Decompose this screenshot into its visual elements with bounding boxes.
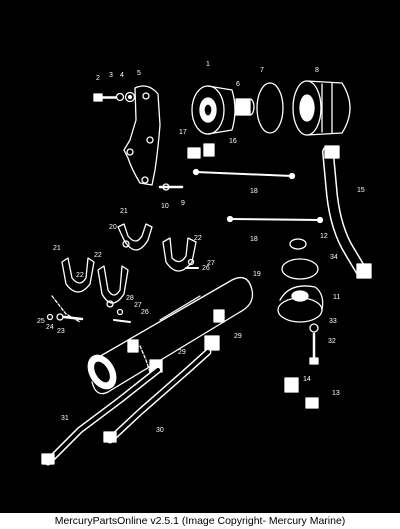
fitting-part-17 [187, 147, 201, 159]
gasket-part-34 [281, 258, 319, 280]
callout-7: 7 [260, 67, 264, 74]
callout-8: 8 [315, 67, 319, 74]
callout-11: 11 [333, 294, 340, 301]
callout-29-lower: 29 [178, 349, 186, 356]
spacer-part-20 [122, 240, 130, 248]
screw-part-26-lower [113, 319, 131, 323]
rod-part-18-upper [195, 171, 293, 177]
screw-part-23 [62, 315, 84, 321]
callout-34: 34 [330, 254, 338, 261]
callout-21-upper: 21 [120, 208, 128, 215]
callout-5: 5 [137, 70, 141, 77]
callout-22-lower: 22 [76, 272, 84, 279]
washer-part-27-upper [187, 258, 195, 266]
callout-10: 10 [161, 203, 169, 210]
callout-17: 17 [179, 129, 187, 136]
spacer-part-28 [106, 300, 114, 308]
washer-part-4 [124, 91, 136, 103]
oil-filter-part-8 [292, 80, 351, 136]
bolt-part-2 [93, 93, 118, 102]
callout-21-lower: 21 [53, 245, 61, 252]
callout-26-lower: 26 [141, 309, 149, 316]
callout-16: 16 [229, 138, 237, 145]
fitting-part-14 [284, 377, 299, 393]
washer-part-10 [162, 183, 170, 191]
filter-adapter-part-1 [191, 85, 236, 135]
fitting-part-6 [235, 98, 255, 116]
callout-18-lower: 18 [250, 236, 258, 243]
callout-2: 2 [96, 75, 100, 82]
clamp-part-21-lower [61, 257, 95, 293]
fitting-part-16 [203, 143, 215, 157]
callout-27-upper: 27 [207, 260, 215, 267]
washer-part-33 [309, 323, 319, 333]
gasket-part-7 [256, 82, 284, 134]
callout-23: 23 [57, 328, 65, 335]
callout-30: 30 [156, 427, 164, 434]
callout-3: 3 [109, 72, 113, 79]
callout-22-mid: 22 [94, 252, 102, 259]
callout-19: 19 [253, 271, 261, 278]
callout-14: 14 [303, 376, 311, 383]
callout-22-upper: 22 [194, 235, 202, 242]
clamp-part-22-upper [162, 237, 197, 272]
fitting-part-29-upper [204, 335, 220, 351]
callout-27-lower: 27 [134, 302, 142, 309]
callout-6: 6 [236, 81, 240, 88]
o-ring-part-12 [289, 238, 307, 250]
callout-12: 12 [320, 233, 328, 240]
copyright-footer: MercuryPartsOnline v2.5.1 (Image Copyrig… [0, 513, 400, 529]
cooler-tube-part-19 [87, 276, 254, 395]
callout-29-upper: 29 [234, 333, 242, 340]
callout-26-upper: 26 [202, 265, 210, 272]
callout-13: 13 [332, 390, 340, 397]
callout-32: 32 [328, 338, 336, 345]
callout-20: 20 [109, 224, 117, 231]
washer-part-27-lower [116, 308, 124, 316]
callout-33: 33 [329, 318, 337, 325]
washer-part-25 [46, 313, 54, 321]
washer-part-3 [115, 92, 125, 102]
washer-part-24 [56, 313, 64, 321]
mounting-bracket-part-5 [123, 85, 161, 186]
fitting-part-13 [305, 397, 319, 409]
callout-28: 28 [126, 295, 134, 302]
callout-18-upper: 18 [250, 188, 258, 195]
adapter-part-11 [277, 285, 324, 323]
callout-31: 31 [61, 415, 69, 422]
rod-part-18-lower [229, 218, 321, 221]
callout-9: 9 [181, 200, 185, 207]
clamp-part-21-upper [117, 223, 153, 251]
callout-1: 1 [206, 61, 210, 68]
callout-4: 4 [120, 72, 124, 79]
callout-15: 15 [357, 187, 365, 194]
callout-25: 25 [37, 318, 45, 325]
callout-24: 24 [46, 324, 54, 331]
clamp-part-22-lower [97, 265, 129, 304]
